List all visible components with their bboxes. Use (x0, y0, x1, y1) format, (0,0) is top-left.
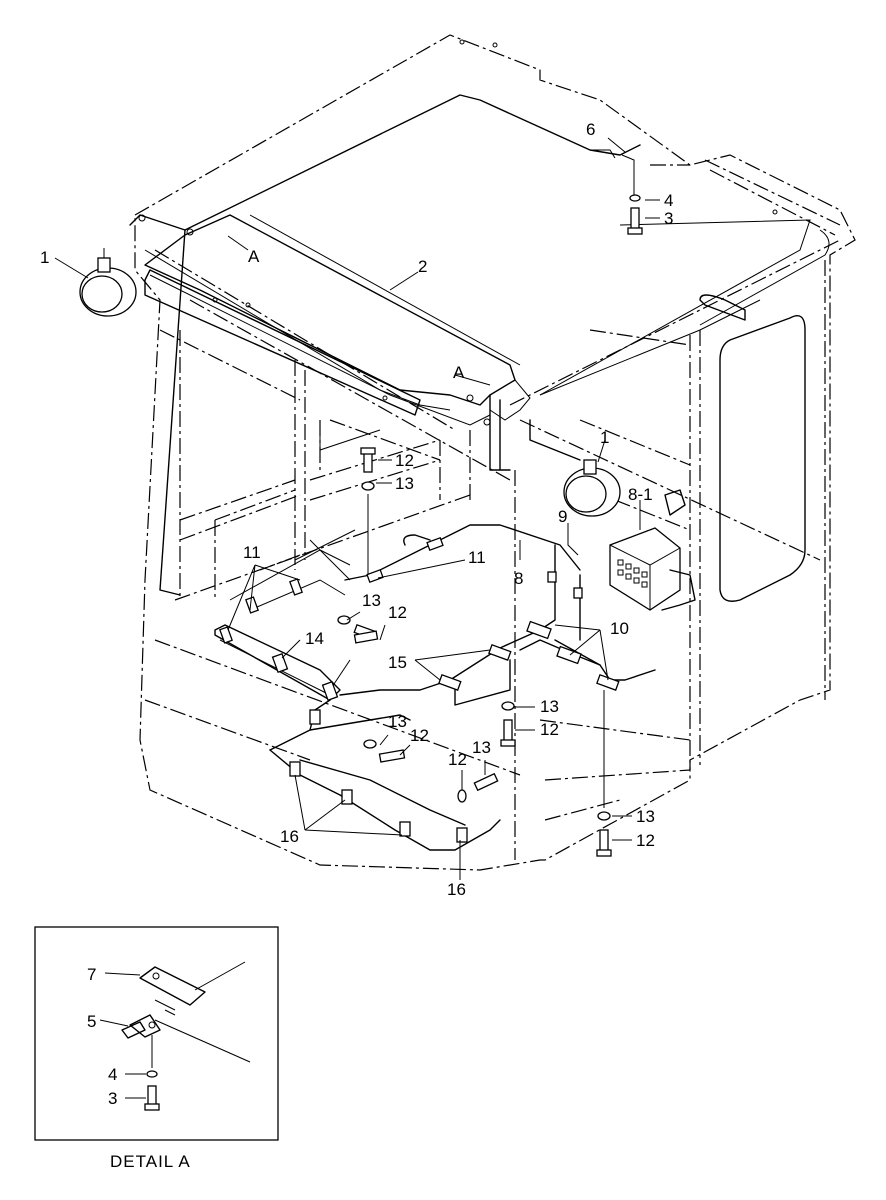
callout-13-center: 13 (540, 697, 559, 716)
callout-16-left: 16 (280, 827, 299, 846)
callout-16-bottom: 16 (447, 880, 466, 899)
relay-box-8-1 (609, 489, 696, 611)
dome-lamp-left (79, 248, 137, 317)
callout-12-top: 12 (395, 451, 414, 470)
callout-12-bottom: 12 (448, 750, 467, 769)
callout-view-a-right: A (453, 363, 465, 382)
fasteners (337, 154, 643, 857)
callout-12-right: 12 (636, 831, 655, 850)
detail-a-caption: DETAIL A (110, 1152, 191, 1171)
callout-7: 7 (87, 965, 96, 984)
callout-8-1: 8-1 (628, 485, 653, 504)
leader-lines (54, 137, 660, 880)
callout-3-detail: 3 (108, 1089, 117, 1108)
headliner-panel (129, 39, 811, 596)
callout-10: 10 (610, 619, 629, 638)
callout-5: 5 (87, 1012, 96, 1031)
cab-frame (144, 229, 830, 602)
clips (219, 537, 620, 843)
detail-a-inset: 7 5 4 3 DETAIL A (34, 926, 279, 1171)
dome-lamp-right (563, 459, 621, 517)
callout-4: 4 (664, 191, 673, 210)
callouts: 1 1 2 A A 6 4 3 8-1 9 8 10 11 11 12 13 1… (40, 120, 673, 899)
callout-14: 14 (305, 629, 324, 648)
callout-1-left: 1 (40, 248, 49, 267)
callout-13-top: 13 (395, 474, 414, 493)
callout-1-right: 1 (600, 428, 609, 447)
callout-13-right: 13 (636, 807, 655, 826)
callout-11-right: 11 (468, 548, 486, 567)
callout-13-mid-left: 13 (388, 712, 407, 731)
callout-15: 15 (388, 653, 407, 672)
callout-9: 9 (558, 507, 567, 526)
callout-2: 2 (418, 257, 427, 276)
callout-8: 8 (514, 569, 523, 588)
callout-4-detail: 4 (108, 1065, 117, 1084)
callout-view-a-left: A (248, 247, 260, 266)
callout-13-left: 13 (362, 591, 381, 610)
bracket-plate-14 (214, 529, 356, 701)
callout-3: 3 (664, 209, 673, 228)
callout-6: 6 (586, 120, 595, 139)
callout-12-left: 12 (388, 603, 407, 622)
callout-13-bottom: 13 (472, 738, 491, 757)
cab-phantom-outline (134, 34, 856, 871)
callout-11-left: 11 (243, 543, 261, 562)
callout-12-center: 12 (540, 720, 559, 739)
callout-12-mid-left: 12 (410, 726, 429, 745)
